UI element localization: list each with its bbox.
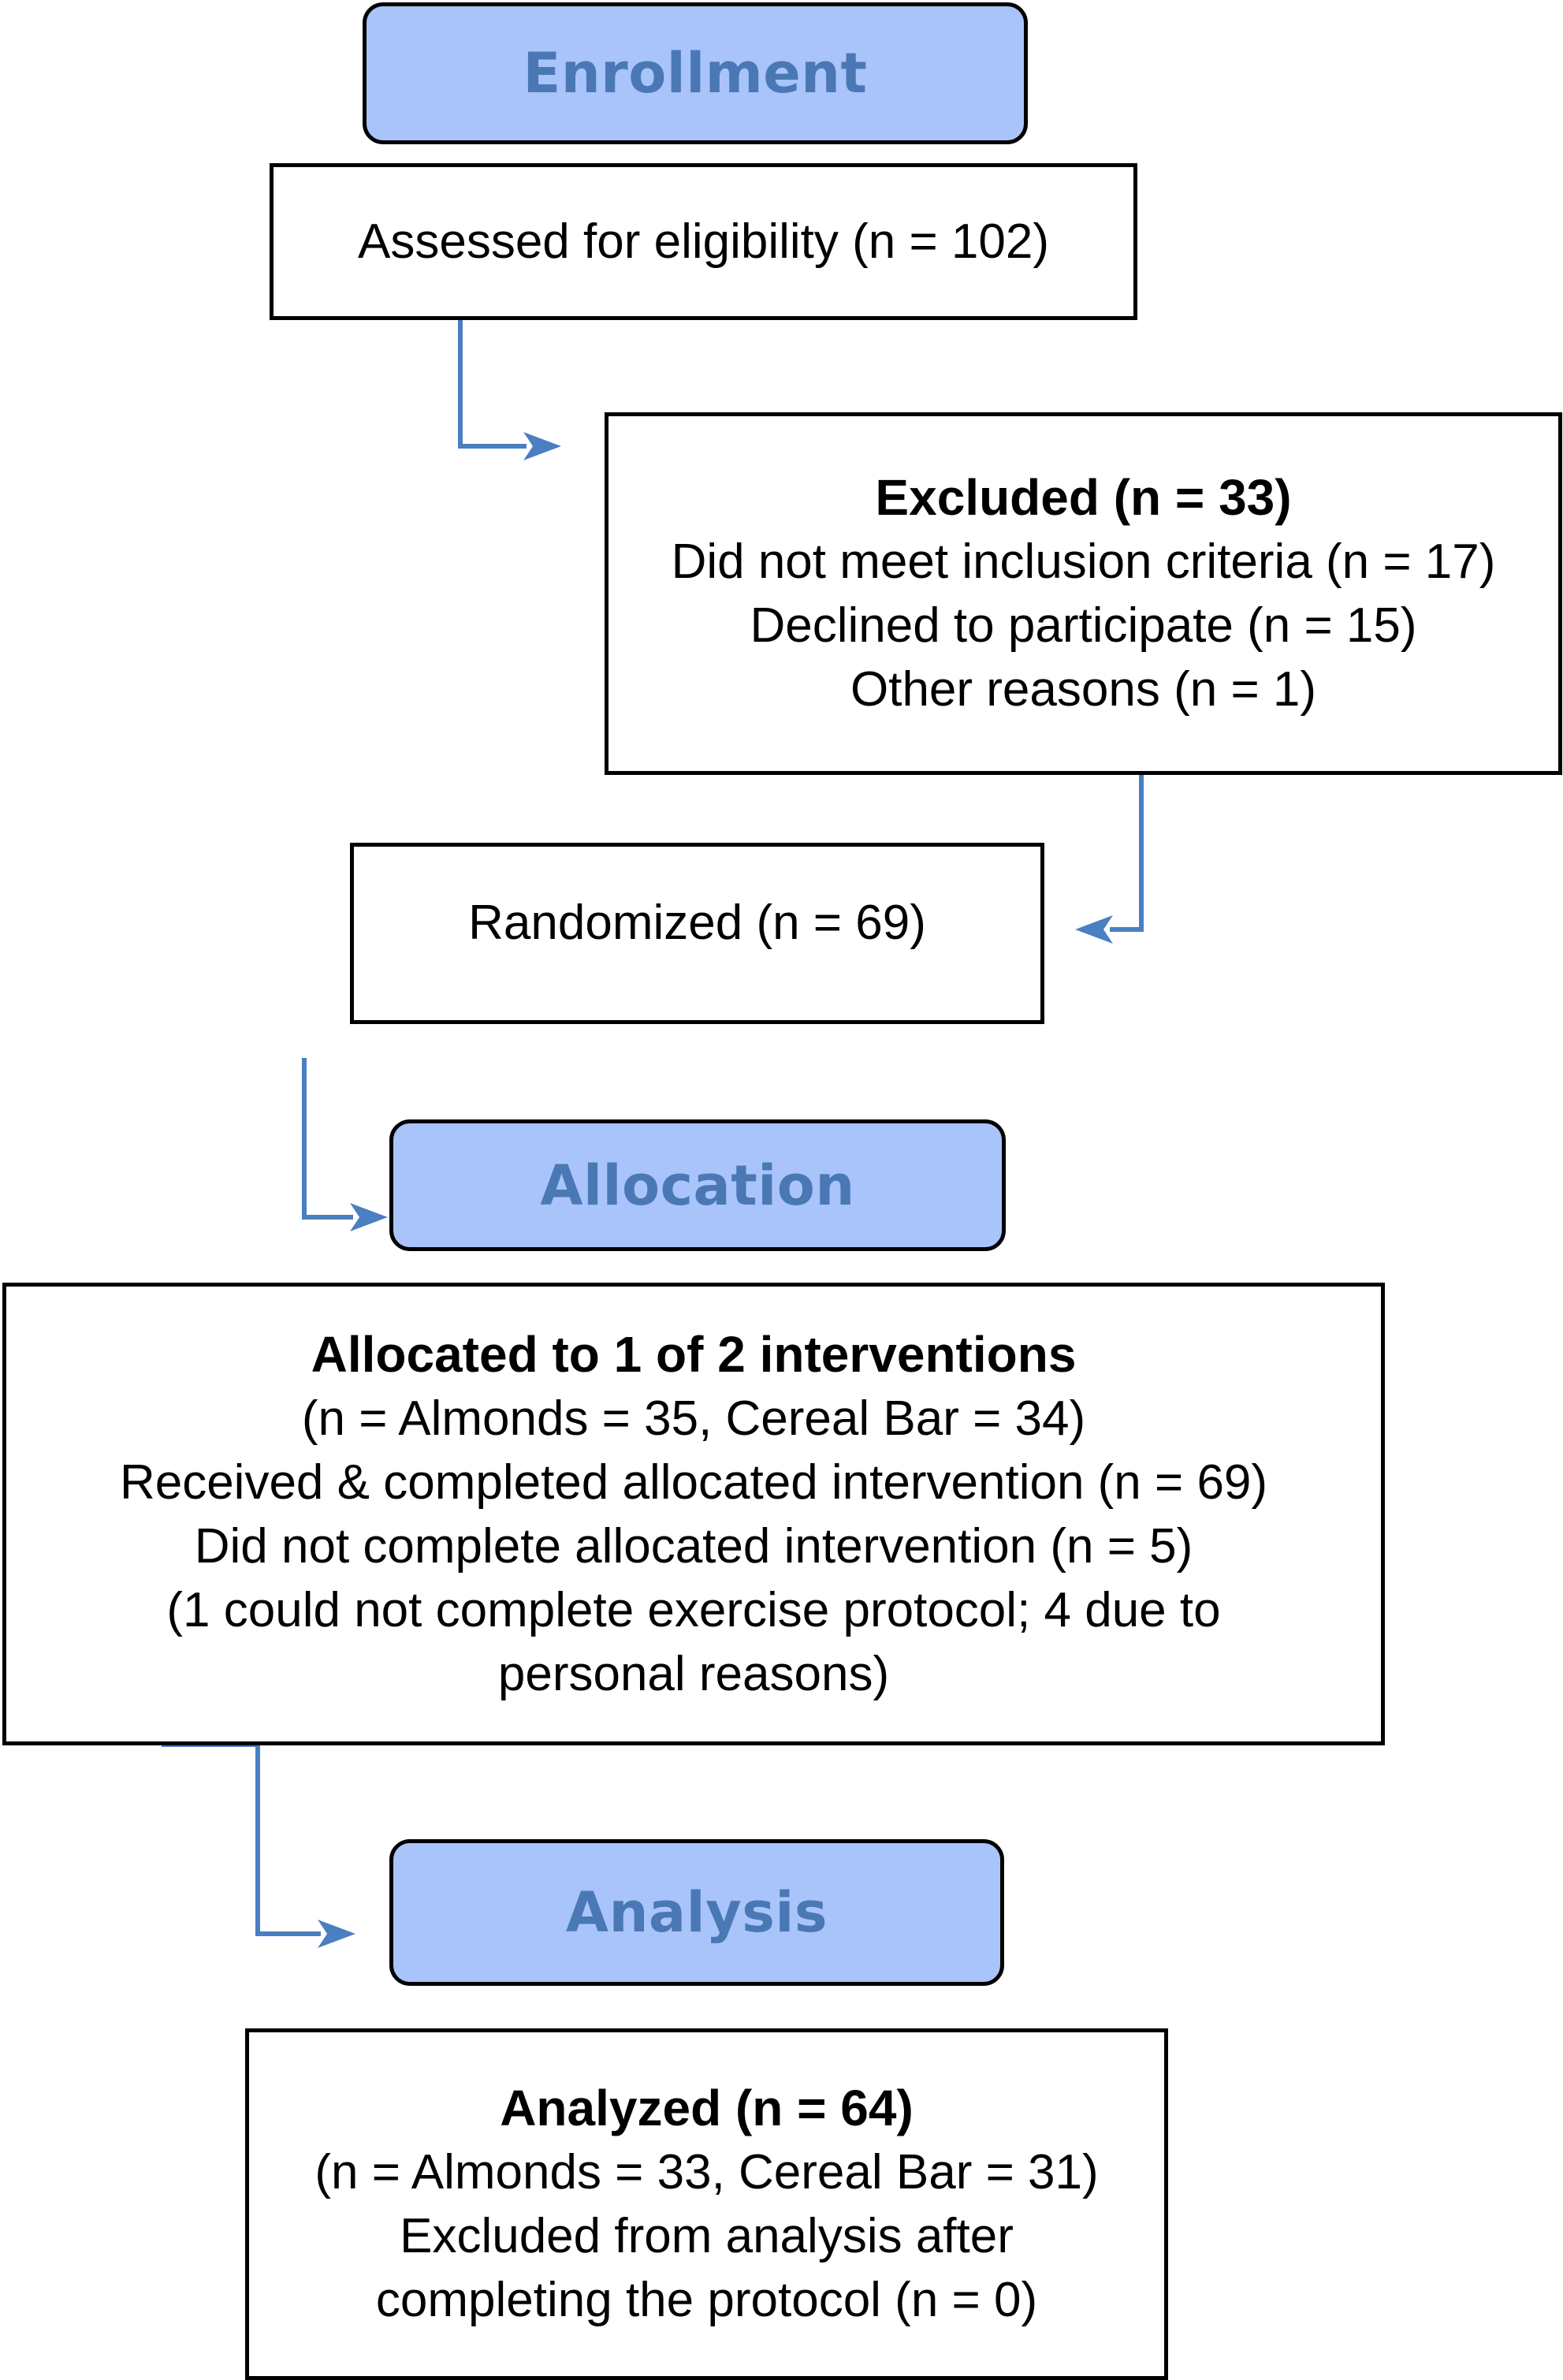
randomized-box: Randomized (n = 69) <box>350 843 1044 1024</box>
excluded-reason-inclusion: Did not meet inclusion criteria (n = 17) <box>671 534 1496 589</box>
arrow-excluded-to-randomized <box>1075 773 1144 944</box>
analyzed-title: Analyzed (n = 64) <box>500 2080 914 2136</box>
excluded-box: Excluded (n = 33) Did not meet inclusion… <box>605 412 1562 775</box>
excluded-title: Excluded (n = 33) <box>875 469 1292 526</box>
eligibility-text: Assessed for eligibility (n = 102) <box>357 214 1050 269</box>
phase-allocation: Allocation <box>389 1119 1006 1251</box>
allocated-group-counts: (n = Almonds = 35, Cereal Bar = 34) <box>301 1391 1086 1446</box>
allocated-box: Allocated to 1 of 2 interventions (n = A… <box>2 1283 1385 1745</box>
phase-enrollment-label: Enrollment <box>523 41 868 106</box>
allocated-not-completed-reasons: (1 could not complete exercise protocol;… <box>166 1582 1221 1637</box>
allocated-not-completed-reasons-cont: personal reasons) <box>497 1646 890 1701</box>
analyzed-group-counts: (n = Almonds = 33, Cereal Bar = 31) <box>314 2145 1099 2199</box>
phase-enrollment: Enrollment <box>363 2 1028 144</box>
analyzed-excluded-line1: Excluded from analysis after <box>400 2209 1014 2263</box>
arrow-allocated-to-analysis <box>162 1742 355 1948</box>
excluded-reason-other: Other reasons (n = 1) <box>850 662 1316 717</box>
eligibility-box: Assessed for eligibility (n = 102) <box>270 163 1137 320</box>
analyzed-excluded-line2: completing the protocol (n = 0) <box>375 2273 1038 2327</box>
arrow-eligibility-to-excluded <box>365 315 561 460</box>
analyzed-box: Analyzed (n = 64) (n = Almonds = 33, Cer… <box>245 2028 1168 2380</box>
phase-analysis-label: Analysis <box>565 1880 828 1945</box>
excluded-reason-declined: Declined to participate (n = 15) <box>750 598 1417 653</box>
phase-analysis: Analysis <box>389 1839 1004 1986</box>
allocated-not-completed: Did not complete allocated intervention … <box>194 1518 1193 1574</box>
allocated-title: Allocated to 1 of 2 interventions <box>311 1325 1077 1383</box>
randomized-text: Randomized (n = 69) <box>468 895 926 950</box>
allocated-received: Received & completed allocated intervent… <box>119 1454 1268 1510</box>
arrow-randomized-to-allocation <box>302 1058 388 1231</box>
phase-allocation-label: Allocation <box>540 1153 855 1218</box>
